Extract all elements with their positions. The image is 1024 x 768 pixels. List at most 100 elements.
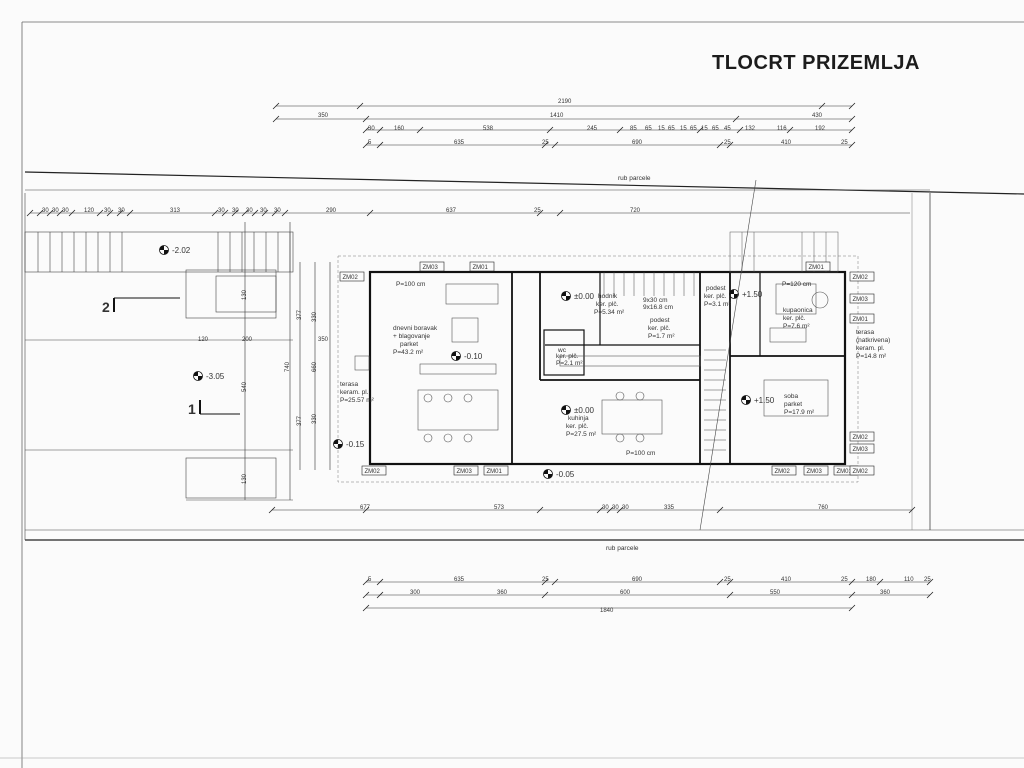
dim-left-6: 350 <box>318 337 329 343</box>
window-tag: ZM03 <box>419 261 445 272</box>
dim-bot-r1-4: 30 <box>622 505 629 511</box>
dim-bot-r2-8: 110 <box>904 577 914 583</box>
dim-bot-r3-1: 360 <box>497 590 508 596</box>
room-kitchen-area: P=27.5 m² <box>566 431 597 438</box>
dim-top-r3-8: 15 <box>680 126 687 132</box>
dim-top-r3-13: 132 <box>745 126 756 132</box>
dim-bot-r1-3: 30 <box>612 505 619 511</box>
internal-stairs <box>603 272 726 451</box>
dim-in-4: 120 <box>84 208 95 214</box>
level-value: -3.05 <box>206 372 225 381</box>
dimension-ticks <box>26 102 934 612</box>
dim-in-2: 30 <box>62 208 69 214</box>
dim-bot-r2-7: 180 <box>866 577 877 583</box>
window-tag: ZM01 <box>483 465 509 476</box>
dim-bot-r1-6: 760 <box>818 505 829 511</box>
window-tag: ZM03 <box>849 443 875 454</box>
window-tag-label: ZM03 <box>807 469 823 475</box>
stairs-label: 9x30 cm <box>643 297 668 304</box>
room-labels: dnevni boravak + blagovanje parket P=43.… <box>340 281 890 457</box>
room-bedroom-area: P=17.9 m² <box>784 409 815 416</box>
window-tag-label: ZM02 <box>853 469 869 475</box>
exterior-stairs-left <box>24 231 294 501</box>
level-value: +1.50 <box>742 290 763 299</box>
window-tag-label: ZM03 <box>423 265 439 271</box>
dim-bot-r2-9: 25 <box>924 577 931 583</box>
room-living-name: dnevni boravak <box>393 325 438 332</box>
window-tag: ZM02 <box>849 465 875 476</box>
dim-top-r3-10: 15 <box>701 126 708 132</box>
window-tag: ZM02 <box>361 465 387 476</box>
room-terrace-line2: keram. pl. <box>340 389 369 396</box>
dim-top-r2-b: 1410 <box>550 113 564 119</box>
dim-left-s0: 130 <box>242 289 248 300</box>
window-tag: ZM01 <box>469 261 495 272</box>
window-tag: ZM02 <box>339 271 365 282</box>
dim-in-0: 30 <box>42 208 49 214</box>
dim-top-r4-3: 690 <box>632 140 643 146</box>
level-value: -0.10 <box>464 352 483 361</box>
dim-bot-r3-4: 360 <box>880 590 891 596</box>
room-covered-terrace-name: terasa <box>856 329 874 336</box>
dim-bot-r3-3: 550 <box>770 590 781 596</box>
level-marker: ±0.00 <box>561 291 595 301</box>
dim-bot-r1-0: 677 <box>360 505 371 511</box>
window-tag-label: ZM01 <box>473 265 489 271</box>
dim-top-r3-4: 85 <box>630 126 637 132</box>
dim-in-17: 290 <box>326 208 337 214</box>
window-tag-label: ZM02 <box>365 469 381 475</box>
room-landing1-line2: ker. plč. <box>648 325 671 332</box>
dim-top-r4-1: 635 <box>454 140 465 146</box>
room-hall-area: P=5.34 m² <box>594 309 625 316</box>
dim-in-1: 30 <box>52 208 59 214</box>
dim-left-7: 330 <box>312 311 318 322</box>
dim-bot-r2-5: 410 <box>781 577 792 583</box>
dim-in-12: 30 <box>260 208 267 214</box>
room-bath-area: P=7.6 m² <box>783 323 810 330</box>
dim-bot-r1-5: 335 <box>664 505 675 511</box>
window-tag-label: ZM02 <box>343 275 359 281</box>
dim-top-r3-1: 160 <box>394 126 405 132</box>
dim-bot-r2-6: 25 <box>841 577 848 583</box>
dim-top-r3-14: 116 <box>777 126 787 132</box>
room-hall-line2: ker. plč. <box>596 301 619 308</box>
dim-top-r3-2: 538 <box>483 126 494 132</box>
level-value: ±0.00 <box>574 292 595 301</box>
window-tag-label: ZM02 <box>775 469 791 475</box>
level-marker: ±0.00 <box>561 405 595 415</box>
window-tag: ZM02 <box>849 431 875 442</box>
room-covered-terrace-line3: keram. pl. <box>856 345 885 352</box>
window-tag: ZM03 <box>849 293 875 304</box>
room-covered-terrace-line2: (natkrivena) <box>856 337 890 344</box>
dim-top-r3-7: 65 <box>668 126 675 132</box>
dim-top-r3-0: 30 <box>368 126 375 132</box>
level-marker: -3.05 <box>193 371 225 381</box>
dim-in-6: 30 <box>118 208 125 214</box>
dim-bot-r1-1: 573 <box>494 505 505 511</box>
dim-top-r3-3: 245 <box>587 126 598 132</box>
dim-top-r3-11: 65 <box>712 126 719 132</box>
window-tag: ZM02 <box>849 271 875 282</box>
dim-in-9: 30 <box>218 208 225 214</box>
room-landing2-name: podest <box>706 285 726 292</box>
dim-top-r4-5: 410 <box>781 140 792 146</box>
section-label-1: 1 <box>188 401 196 417</box>
dim-top-r3-6: 15 <box>658 126 665 132</box>
window-tag-label: ZM03 <box>853 447 869 453</box>
level-value: -2.02 <box>172 246 191 255</box>
dim-left-s3: 540 <box>242 381 248 392</box>
note-window-2: P=100 cm <box>626 450 655 457</box>
level-value: -0.05 <box>556 470 575 479</box>
window-tag: ZM03 <box>453 465 479 476</box>
window-tag: ZM03 <box>803 465 829 476</box>
dim-left-1: 740 <box>285 361 291 372</box>
dim-in-13: 30 <box>274 208 281 214</box>
level-marker: -2.02 <box>159 245 191 255</box>
dim-top-r4-4: 25 <box>724 140 731 146</box>
note-window-3: P=120 cm <box>782 281 811 288</box>
level-marker: -0.05 <box>543 469 575 479</box>
dim-left-0: 377 <box>297 309 303 320</box>
section-label-2: 2 <box>102 299 110 315</box>
dim-bot-r1-2: 30 <box>602 505 609 511</box>
